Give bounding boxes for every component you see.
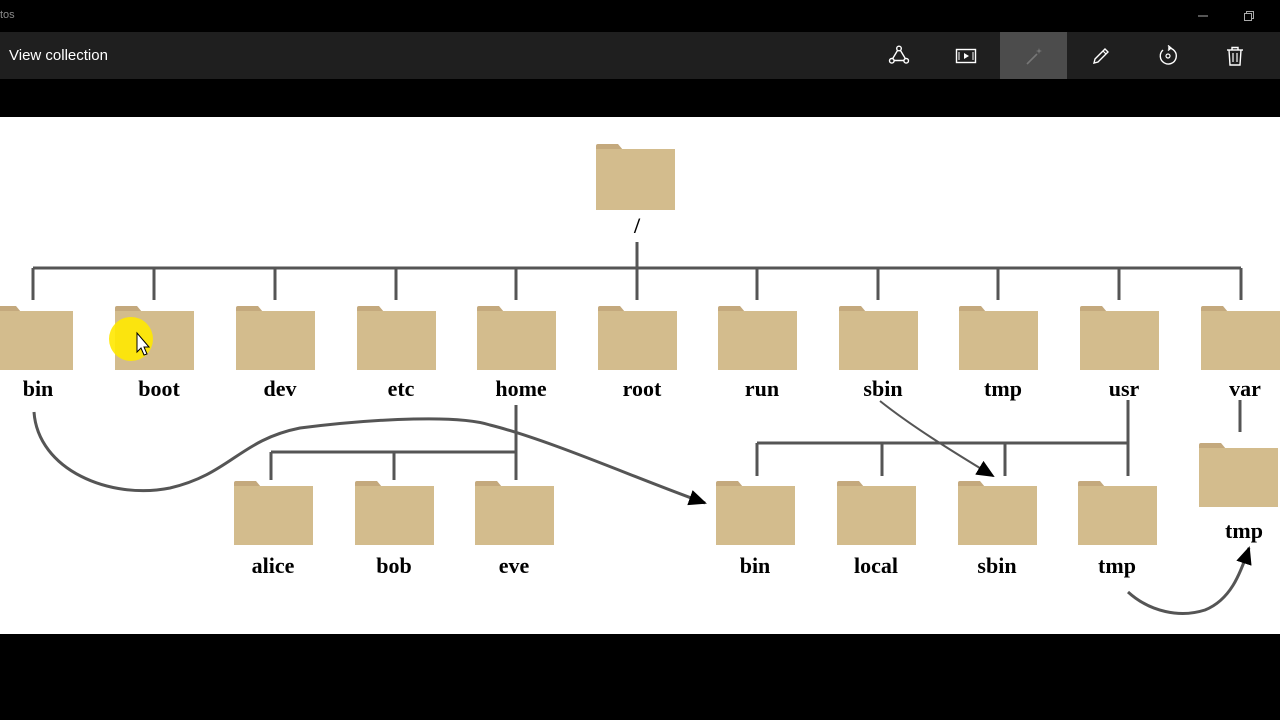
- app-title: tos: [0, 9, 15, 21]
- slideshow-icon: [955, 48, 976, 63]
- home-eve-label: eve: [499, 553, 530, 578]
- dir-bin-label: bin: [23, 376, 54, 401]
- dev-folder-icon: [236, 306, 315, 370]
- link-arrow-sbin: [879, 400, 995, 478]
- home-alice-folder-icon: [234, 481, 313, 545]
- root-dir-label: /: [633, 213, 641, 238]
- dir-run-label: run: [745, 376, 779, 401]
- toolbar: View collection: [0, 32, 1280, 79]
- usr-bin-label: bin: [740, 553, 771, 578]
- home-folder-icon: [477, 306, 556, 370]
- slideshow-button[interactable]: [932, 32, 999, 79]
- root-folder-icon: [598, 306, 677, 370]
- rotate-icon: [1159, 44, 1177, 65]
- usr-local-label: local: [854, 553, 898, 578]
- usr-sbin-label: sbin: [977, 553, 1016, 578]
- photo-canvas[interactable]: / bin boot dev etc home root run sbin tmp usr var al…: [0, 117, 1280, 634]
- usr-sbin-folder-icon: [958, 481, 1037, 545]
- rotate-button[interactable]: [1134, 32, 1201, 79]
- minimize-icon: [1198, 15, 1208, 17]
- usr-tmp-folder-icon: [1078, 481, 1157, 545]
- symlink-arrows: [32, 400, 1252, 615]
- view-collection-link[interactable]: View collection: [9, 47, 108, 64]
- link-arrow-tmp: [1126, 546, 1252, 615]
- title-bar: tos: [0, 0, 1280, 32]
- root-dir-folder-icon: [596, 144, 675, 210]
- enhance-button[interactable]: [1000, 32, 1067, 79]
- delete-button[interactable]: [1201, 32, 1268, 79]
- var-tmp-folder-icon: [1199, 443, 1278, 507]
- pencil-icon: [1092, 47, 1109, 64]
- run-folder-icon: [718, 306, 797, 370]
- minimize-button[interactable]: [1180, 0, 1226, 32]
- dir-root-label: root: [623, 376, 662, 401]
- home-bob-label: bob: [376, 553, 411, 578]
- bin-folder-icon: [0, 306, 73, 370]
- share-icon: [888, 45, 909, 64]
- usr-folder-icon: [1080, 306, 1159, 370]
- restore-button[interactable]: [1226, 0, 1272, 32]
- usr-bin-folder-icon: [716, 481, 795, 545]
- var-folder-icon: [1201, 306, 1280, 370]
- home-alice-label: alice: [252, 553, 295, 578]
- var-tmp-label: tmp: [1225, 518, 1263, 543]
- link-arrow-bin: [32, 411, 707, 506]
- filesystem-diagram: / bin boot dev etc home root run sbin tmp usr var al…: [0, 144, 1280, 615]
- dir-tmp-label: tmp: [984, 376, 1022, 401]
- dir-sbin-label: sbin: [863, 376, 902, 401]
- tmp-folder-icon: [959, 306, 1038, 370]
- dir-home-label: home: [495, 376, 547, 401]
- home-eve-folder-icon: [475, 481, 554, 545]
- usr-tmp-label: tmp: [1098, 553, 1136, 578]
- label-group: / bin boot dev etc home root run sbin tmp usr var al…: [23, 213, 1263, 578]
- mouse-pointer-icon: [136, 331, 151, 356]
- sbin-folder-icon: [839, 306, 918, 370]
- restore-icon: [1244, 11, 1254, 21]
- share-button[interactable]: [865, 32, 932, 79]
- trash-icon: [1226, 46, 1243, 66]
- etc-folder-icon: [357, 306, 436, 370]
- dir-var-label: var: [1229, 376, 1261, 401]
- home-bob-folder-icon: [355, 481, 434, 545]
- dir-boot-label: boot: [138, 376, 180, 401]
- tree-connectors: [31, 242, 1243, 480]
- magic-wand-icon: [1025, 47, 1042, 65]
- folder-group: [0, 144, 1280, 545]
- dir-usr-label: usr: [1109, 376, 1140, 401]
- usr-local-folder-icon: [837, 481, 916, 545]
- edit-button[interactable]: [1067, 32, 1134, 79]
- dir-dev-label: dev: [264, 376, 297, 401]
- dir-etc-label: etc: [388, 376, 415, 401]
